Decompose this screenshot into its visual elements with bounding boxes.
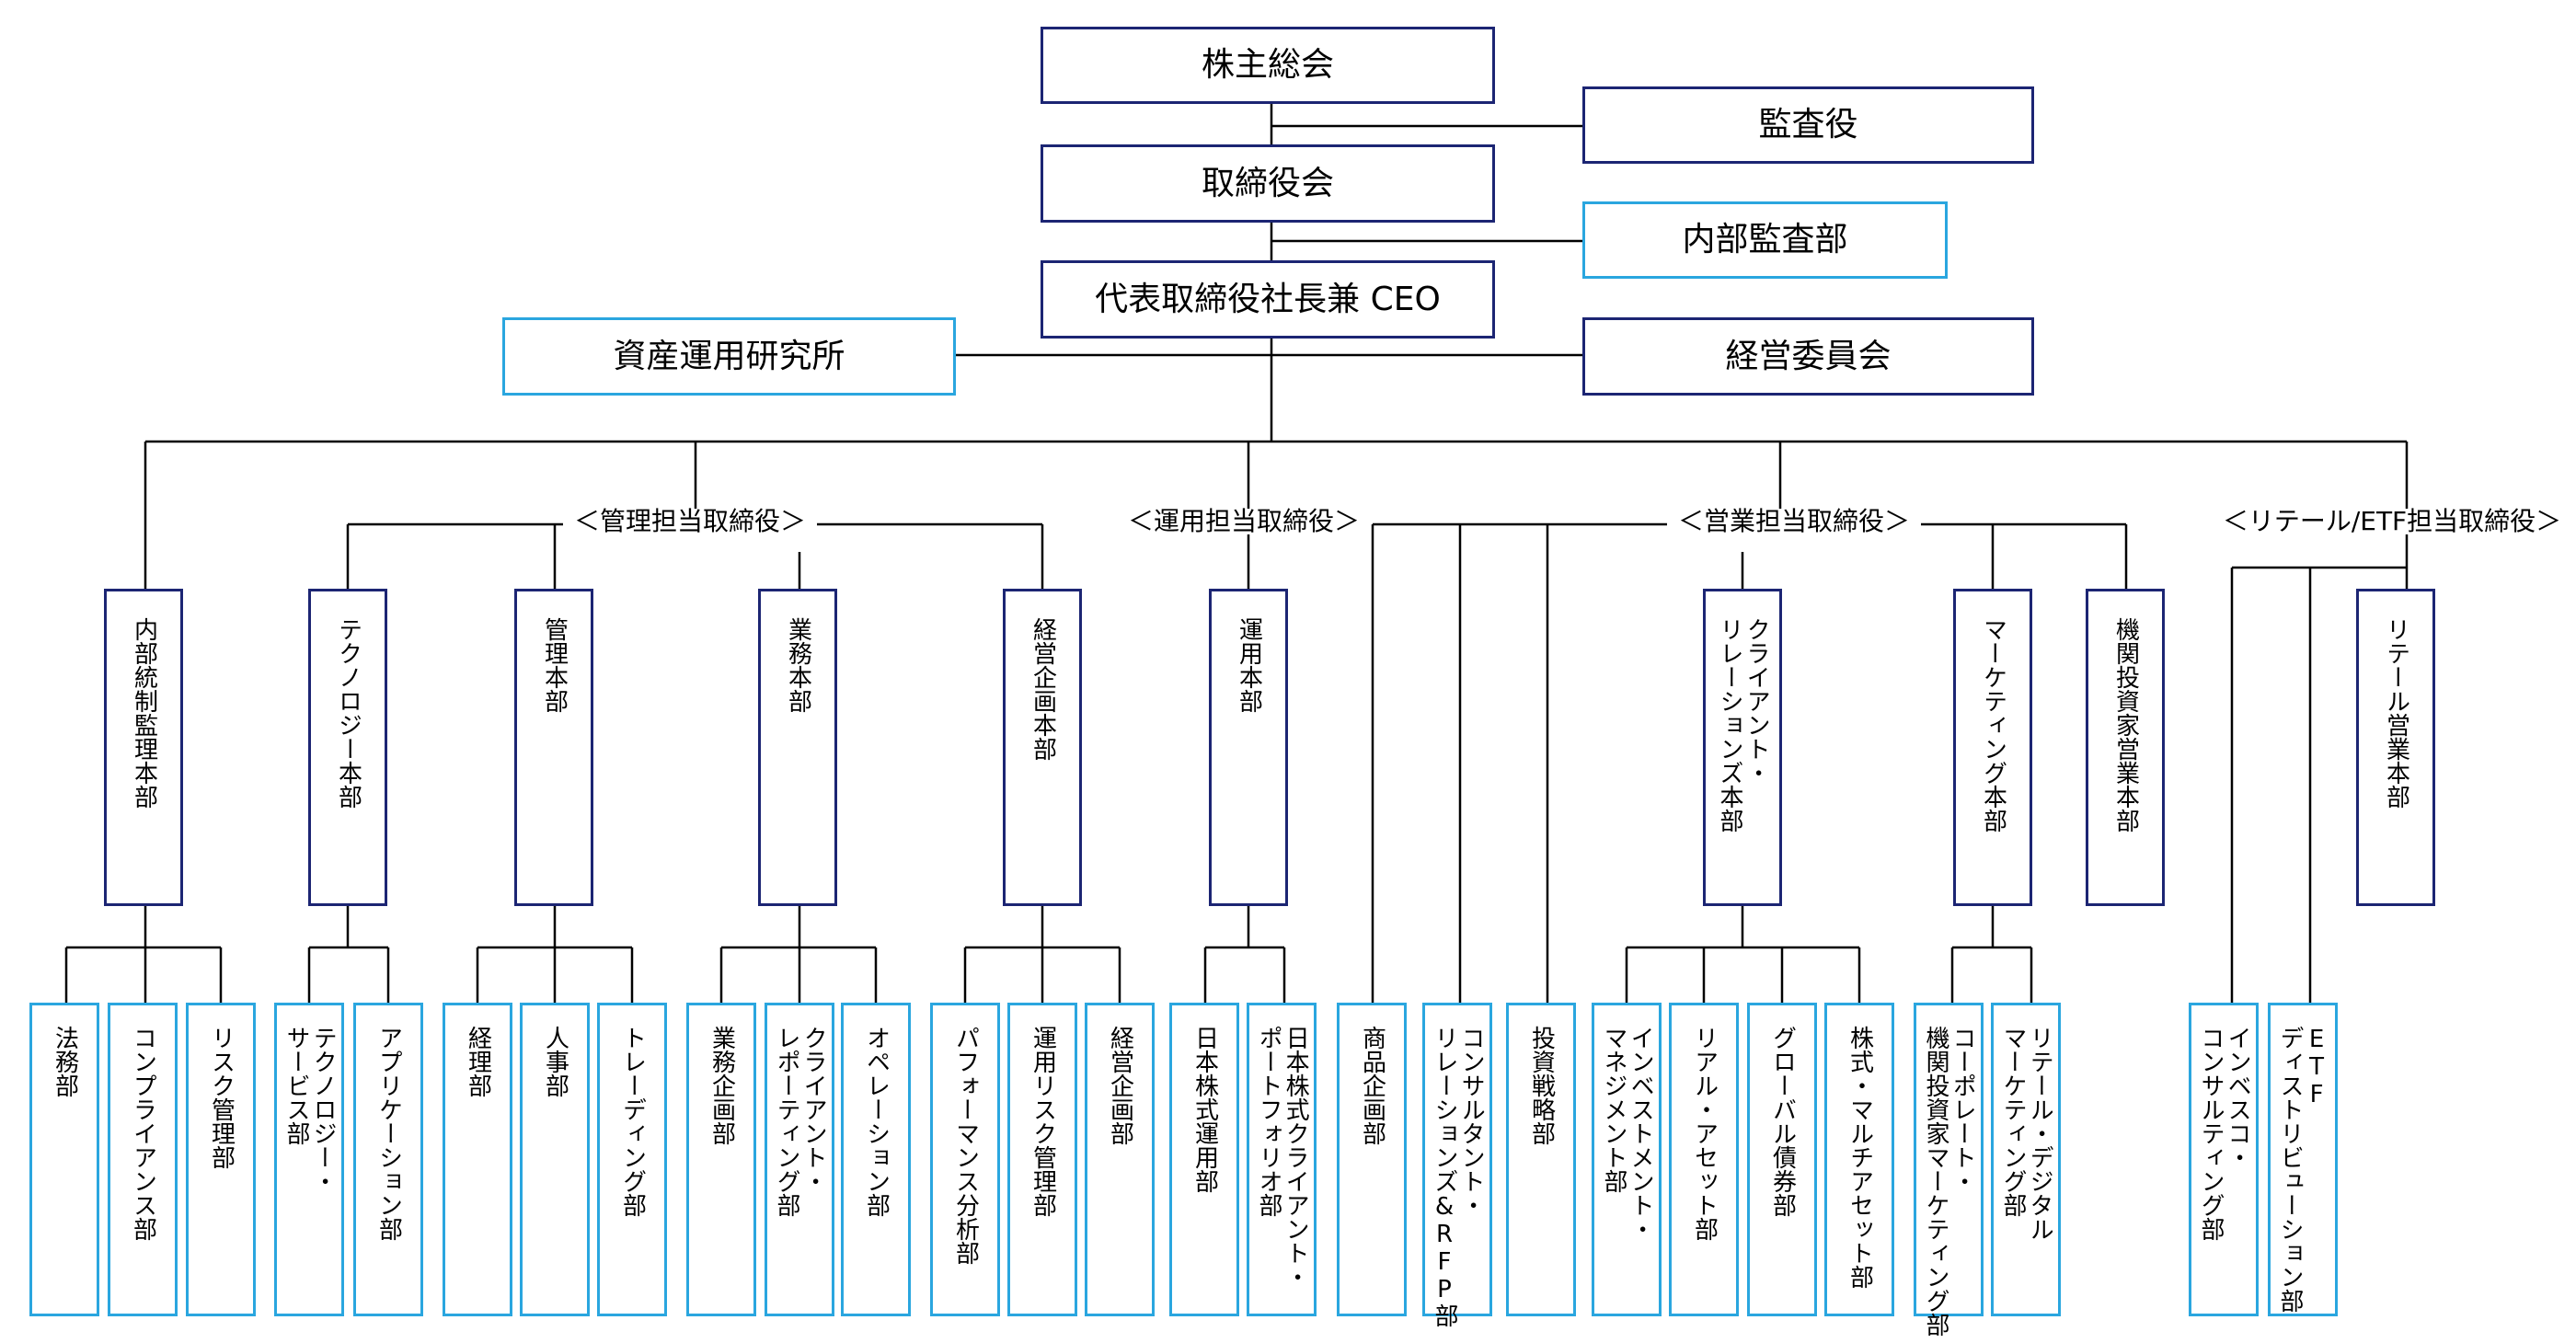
management-committee-label: 経営委員会 [1725, 337, 1892, 375]
dept-label: 株式・マルチアセット部 [1846, 1026, 1874, 1289]
dept-applications: アプリケーション部 [353, 1003, 423, 1316]
dept-label: 人事部 [541, 1026, 569, 1097]
dept-label: 運用リスク管理部 [1029, 1026, 1057, 1217]
shareholders-meeting-label: 株主総会 [1201, 46, 1334, 84]
dept-label: 業務企画部 [707, 1026, 736, 1145]
dept-corporate-institutional-marketing: コーポレート・ 機関投資家マーケティング部 [1914, 1003, 1984, 1337]
dept-label: 投資戦略部 [1527, 1026, 1556, 1145]
dept-investment-risk: 運用リスク管理部 [1007, 1003, 1077, 1316]
shareholders-meeting-box: 株主総会 [1041, 27, 1495, 104]
unit-marketing: マーケティング本部 [1953, 589, 2032, 906]
dept-retail-digital-marketing: リテール・デジタル マーケティング部 [1991, 1003, 2061, 1316]
dept-consultant-relations-rfp: コンサルタント・ リレーションズ&RFP部 [1422, 1003, 1492, 1327]
research-institute-box: 資産運用研究所 [502, 317, 956, 396]
dept-label: ETF ディストリビューション部 [2276, 1026, 2331, 1313]
unit-investment: 運用本部 [1209, 589, 1288, 906]
ceo-label: 代表取締役社長兼 CEO [1095, 280, 1441, 318]
unit-label: 経営企画本部 [1029, 617, 1057, 761]
dept-japan-equity-client-portfolio: 日本株式クライアント・ ポートフォリオ部 [1247, 1003, 1317, 1316]
dept-label: コンサルタント・ リレーションズ&RFP部 [1431, 1026, 1486, 1327]
dept-label: 経営企画部 [1106, 1026, 1134, 1145]
unit-label: リテール営業本部 [2382, 617, 2410, 809]
research-institute-label: 資産運用研究所 [613, 337, 845, 375]
dept-human-resources: 人事部 [520, 1003, 590, 1316]
auditor-box: 監査役 [1582, 86, 2034, 164]
dept-investment-strategy: 投資戦略部 [1506, 1003, 1576, 1316]
dept-risk-management: リスク管理部 [186, 1003, 256, 1316]
dept-operations: オペレーション部 [841, 1003, 911, 1316]
dept-label: オペレーション部 [862, 1026, 891, 1217]
unit-internal-control: 内部統制監理本部 [104, 589, 183, 906]
dept-label: 法務部 [51, 1026, 79, 1097]
dept-invesco-consulting: インベスコ・ コンサルティング部 [2189, 1003, 2259, 1316]
dept-real-assets: リアル・アセット部 [1669, 1003, 1739, 1316]
dept-label: パフォーマンス分析部 [951, 1026, 980, 1265]
unit-administration: 管理本部 [514, 589, 593, 906]
dept-product-planning: 商品企画部 [1337, 1003, 1407, 1316]
dept-compliance: コンプライアンス部 [108, 1003, 178, 1316]
dept-label: アプリケーション部 [374, 1026, 403, 1241]
ceo-box: 代表取締役社長兼 CEO [1041, 260, 1495, 339]
group-label-retail: ＜リテール/ETF担当取締役＞ [2211, 509, 2573, 534]
board-label: 取締役会 [1201, 164, 1334, 202]
dept-label: コーポレート・ 機関投資家マーケティング部 [1922, 1026, 1977, 1337]
dept-label: リテール・デジタル マーケティング部 [1999, 1026, 2054, 1241]
unit-label: クライアント・ リレーションズ本部 [1716, 617, 1771, 832]
dept-label: 日本株式クライアント・ ポートフォリオ部 [1255, 1026, 1310, 1289]
unit-label: 管理本部 [540, 617, 569, 713]
unit-retail-sales: リテール営業本部 [2356, 589, 2435, 906]
internal-audit-label: 内部監査部 [1682, 221, 1848, 258]
dept-legal: 法務部 [29, 1003, 99, 1316]
dept-label: インベスコ・ コンサルティング部 [2197, 1026, 2252, 1241]
group-label-sales: ＜営業担当取締役＞ [1666, 509, 1922, 534]
dept-label: 商品企画部 [1358, 1026, 1386, 1145]
unit-label: 運用本部 [1235, 617, 1263, 713]
dept-client-reporting: クライアント・ レポーティング部 [765, 1003, 834, 1316]
unit-label: 機関投資家営業本部 [2111, 617, 2140, 832]
dept-etf-distribution: ETF ディストリビューション部 [2268, 1003, 2338, 1316]
dept-label: 日本株式運用部 [1190, 1026, 1219, 1193]
dept-accounting: 経理部 [443, 1003, 512, 1316]
dept-label: コンプライアンス部 [129, 1026, 157, 1241]
dept-japan-equity: 日本株式運用部 [1169, 1003, 1239, 1316]
dept-business-planning: 業務企画部 [686, 1003, 756, 1316]
dept-technology-services: テクノロジー・ サービス部 [274, 1003, 344, 1316]
unit-operations: 業務本部 [758, 589, 837, 906]
unit-label: 業務本部 [784, 617, 812, 713]
group-label-admin: ＜管理担当取締役＞ [562, 509, 818, 534]
unit-client-relations: クライアント・ リレーションズ本部 [1703, 589, 1782, 906]
management-committee-box: 経営委員会 [1582, 317, 2034, 396]
dept-label: 経理部 [464, 1026, 492, 1097]
dept-label: インベストメント・ マネジメント部 [1600, 1026, 1655, 1241]
dept-label: リアル・アセット部 [1690, 1026, 1719, 1241]
dept-trading: トレーディング部 [597, 1003, 667, 1316]
unit-corporate-planning: 経営企画本部 [1003, 589, 1082, 906]
dept-investment-management: インベストメント・ マネジメント部 [1592, 1003, 1662, 1316]
unit-label: 内部統制監理本部 [130, 617, 158, 809]
unit-label: テクノロジー本部 [334, 617, 362, 809]
unit-institutional-sales: 機関投資家営業本部 [2086, 589, 2165, 906]
internal-audit-box: 内部監査部 [1582, 201, 1948, 279]
dept-equity-multi-asset: 株式・マルチアセット部 [1824, 1003, 1894, 1316]
dept-label: クライアント・ レポーティング部 [773, 1026, 828, 1217]
unit-technology: テクノロジー本部 [308, 589, 387, 906]
dept-global-fixed-income: グローバル債券部 [1747, 1003, 1817, 1316]
auditor-label: 監査役 [1758, 106, 1858, 143]
unit-label: マーケティング本部 [1979, 617, 2007, 832]
dept-performance-analysis: パフォーマンス分析部 [930, 1003, 1000, 1316]
dept-label: テクノロジー・ サービス部 [282, 1026, 338, 1193]
dept-corporate-planning: 経営企画部 [1085, 1003, 1155, 1316]
dept-label: グローバル債券部 [1768, 1026, 1797, 1217]
dept-label: リスク管理部 [207, 1026, 236, 1169]
board-box: 取締役会 [1041, 144, 1495, 223]
group-label-investment: ＜運用担当取締役＞ [1116, 509, 1372, 534]
dept-label: トレーディング部 [618, 1026, 647, 1217]
